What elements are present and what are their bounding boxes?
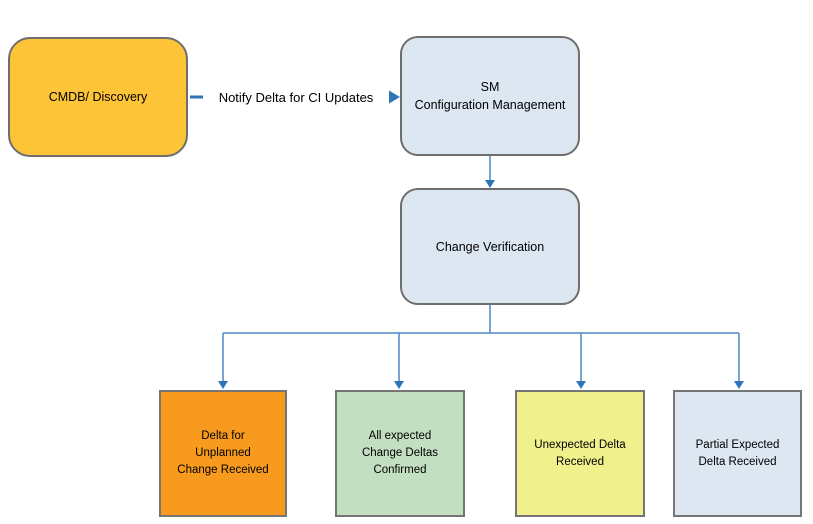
arrowhead-down-icon <box>218 381 228 389</box>
node-unexpected-delta-received: Unexpected Delta Received <box>515 390 645 517</box>
arrowhead-down-icon <box>576 381 586 389</box>
node-delta-unplanned-change-received: Delta for Unplanned Change Received <box>159 390 287 517</box>
arrowhead-down-icon <box>485 180 495 188</box>
edge-label-notify-delta: Notify Delta for CI Updates <box>203 90 389 105</box>
node-sm-configuration-management: SM Configuration Management <box>400 36 580 156</box>
node-change-verification: Change Verification <box>400 188 580 305</box>
node-partial-expected-delta-received: Partial Expected Delta Received <box>673 390 802 517</box>
arrowhead-down-icon <box>394 381 404 389</box>
arrowhead-down-icon <box>734 381 744 389</box>
node-all-expected-change-deltas-confirmed: All expected Change Deltas Confirmed <box>335 390 465 517</box>
arrowhead-right-icon <box>389 90 400 104</box>
node-cmdb-discovery: CMDB/ Discovery <box>8 37 188 157</box>
